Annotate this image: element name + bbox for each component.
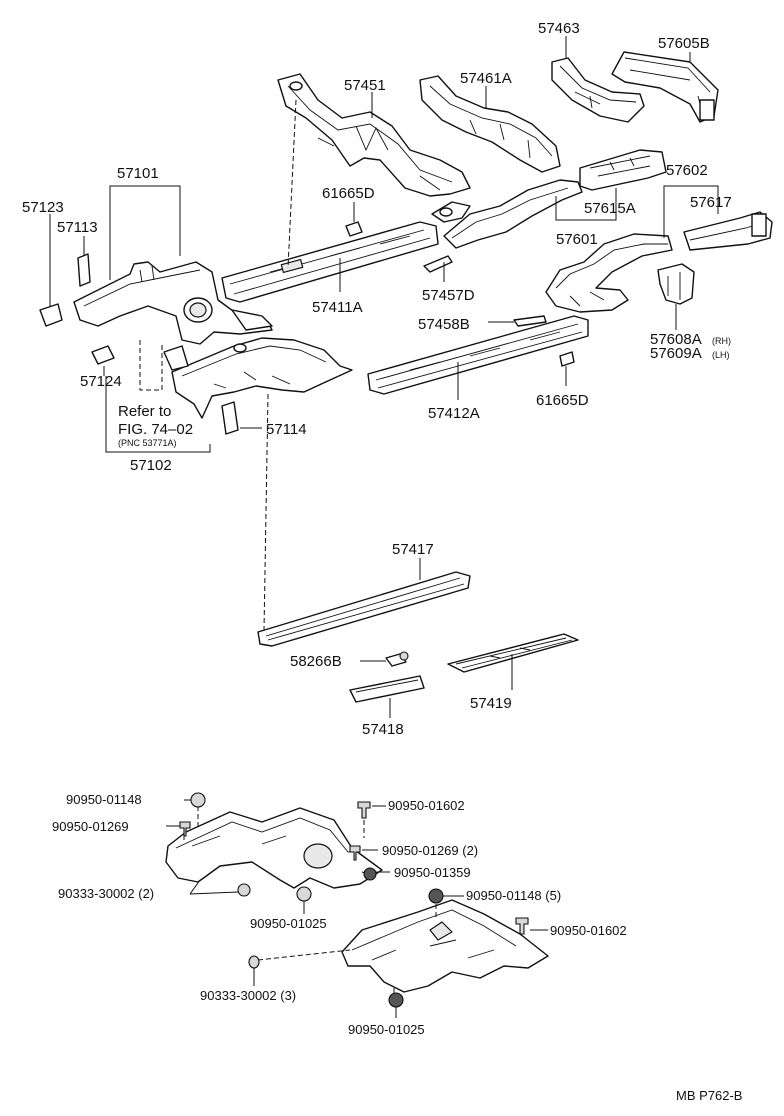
label-57617: 57617 [690,194,732,211]
label-57461A: 57461A [460,70,512,87]
part-58266B [385,651,409,667]
part-57608A-57609A [657,263,695,305]
label-90950-01148-a: 90950-01148 [66,792,142,807]
label-57412A: 57412A [428,405,480,422]
part-61665D-bottom [559,351,575,367]
label-57457D: 57457D [422,287,475,304]
label-57113: 57113 [57,219,98,236]
part-57461A [419,75,561,173]
part-57417 [257,571,471,647]
label-90950-01602-b: 90950-01602 [550,923,627,938]
label-57451: 57451 [344,77,386,94]
part-57411A [221,221,439,303]
fastener-90950-01359 [363,867,377,881]
label-58266B: 58266B [290,653,342,670]
label-57458B: 57458B [418,316,470,333]
label-90950-01025-b: 90950-01025 [348,1022,425,1037]
part-57123 [39,303,63,327]
part-57451 [277,73,471,197]
label-90950-01269-a: 90950-01269 [52,819,129,834]
fastener-90950-01025-a [296,886,312,902]
fastener-90950-01025-b [388,992,404,1008]
label-90333-30002-b: 90333-30002 (3) [200,988,296,1003]
label-57418: 57418 [362,721,404,738]
part-57412A [367,315,589,395]
label-57608A: 57608A [650,331,702,348]
label-57609A-side: (LH) [712,350,730,360]
label-90333-30002-a: 90333-30002 (2) [58,886,154,901]
diagram-code: MB P762-B [676,1088,742,1103]
part-57419 [447,633,579,673]
part-57113 [77,253,91,287]
label-57601: 57601 [556,231,598,248]
label-61665D-bottom: 61665D [536,392,589,409]
part-57101 [73,261,273,345]
part-57602 [545,233,673,313]
label-57114: 57114 [266,421,307,438]
part-57102 [163,337,353,419]
label-57419: 57419 [470,695,512,712]
label-90950-01148-b: 90950-01148 (5) [466,888,561,903]
label-90950-01602-a: 90950-01602 [388,798,465,813]
label-57124: 57124 [80,373,122,390]
label-57609A: 57609A [650,345,702,362]
label-refer-line2: FIG. 74–02 [118,421,193,438]
part-57601 [431,179,583,249]
label-90950-01359: 90950-01359 [394,865,471,880]
part-57457D [423,255,453,273]
fastener-90333-30002-b [248,955,260,969]
label-61665D-top: 61665D [322,185,375,202]
fastener-90950-01602-a [357,801,371,819]
fastener-90333-30002-a [237,883,251,897]
label-57411A: 57411A [312,299,363,316]
fastener-90950-01269-a [179,821,191,837]
fastener-90950-01148-a [190,792,206,808]
frame-assembly-lower [341,899,549,993]
part-57617 [683,211,773,251]
label-refer-line3: (PNC 53771A) [118,438,177,448]
label-90950-01025-a: 90950-01025 [250,916,327,931]
label-57605B: 57605B [658,35,710,52]
label-57417: 57417 [392,541,434,558]
part-57418 [349,675,425,703]
part-57114 [221,401,239,435]
part-57615A [579,149,667,191]
part-57124 [91,345,115,365]
label-57615A: 57615A [584,200,636,217]
part-61665D-top [345,221,363,237]
label-57102: 57102 [130,457,172,474]
fastener-90950-01269-b [349,845,361,861]
part-57605B [611,51,719,123]
label-57123: 57123 [22,199,64,216]
fastener-90950-01602-b [515,917,529,935]
part-57463 [551,57,645,123]
label-57101: 57101 [117,165,159,182]
label-57602: 57602 [666,162,708,179]
label-57608A-side: (RH) [712,336,731,346]
label-90950-01269-b: 90950-01269 (2) [382,843,478,858]
fastener-90950-01148-b [428,888,444,904]
part-57458B [513,315,547,327]
label-refer-line1: Refer to [118,403,171,420]
label-57463: 57463 [538,20,580,37]
